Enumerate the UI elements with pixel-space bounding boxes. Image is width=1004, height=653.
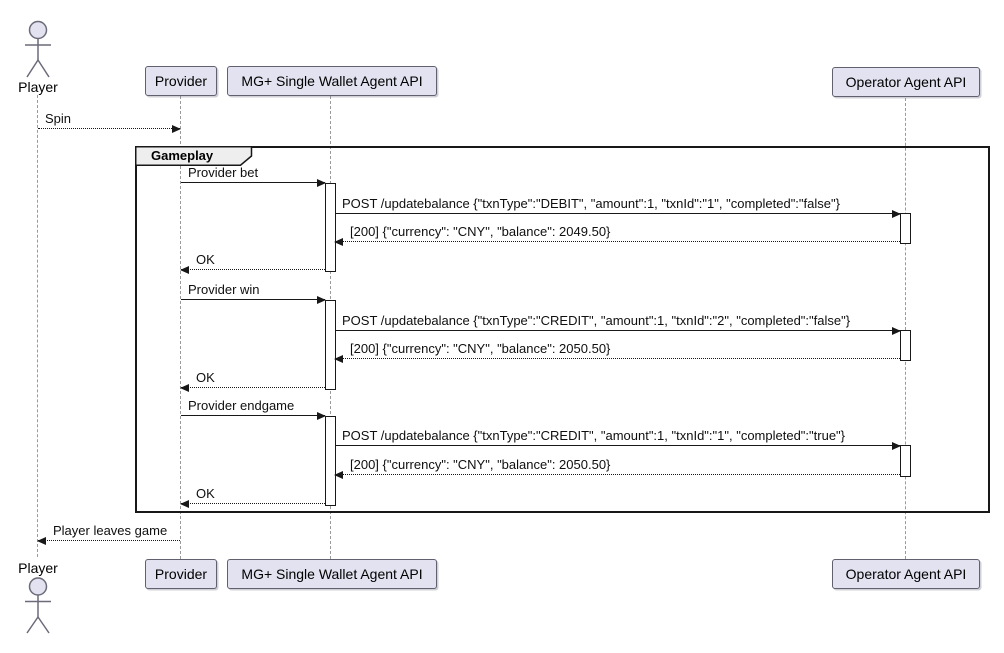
activation-bar-wallet-3 <box>325 416 336 506</box>
message-ok-endgame: OK <box>180 484 325 508</box>
arrowhead-icon <box>37 537 46 545</box>
message-label: OK <box>196 370 215 385</box>
player-actor-icon <box>25 20 51 78</box>
message-label: Player leaves game <box>53 523 168 538</box>
player-actor-top-label: Player <box>18 79 58 95</box>
message-label: Provider bet <box>188 165 259 180</box>
participant-top-operator-api: Operator Agent API <box>832 67 980 97</box>
arrowhead-icon <box>317 296 326 304</box>
frame-label-text: Gameplay <box>151 148 214 163</box>
message-label: [200] {"currency": "CNY", "balance": 205… <box>350 457 611 472</box>
message-label: OK <box>196 252 215 267</box>
arrowhead-icon <box>892 327 901 335</box>
message-response-200-endgame: [200] {"currency": "CNY", "balance": 205… <box>334 455 900 479</box>
arrowhead-icon <box>172 125 181 133</box>
lifeline-provider <box>180 96 181 559</box>
arrowhead-icon <box>892 210 901 218</box>
message-provider-win: Provider win <box>181 280 326 304</box>
gameplay-frame-label-shape <box>135 146 253 166</box>
lifeline-operator-api <box>905 98 906 559</box>
lifeline-player <box>37 95 38 557</box>
message-label: OK <box>196 486 215 501</box>
activation-bar-wallet-2 <box>325 300 336 390</box>
message-post-credit-win: POST /updatebalance {"txnType":"CREDIT",… <box>335 311 901 335</box>
player-actor-bottom-label: Player <box>18 560 58 576</box>
arrowhead-icon <box>180 384 189 392</box>
message-label: Provider win <box>188 282 260 297</box>
message-response-200-bet: [200] {"currency": "CNY", "balance": 204… <box>334 222 900 246</box>
participant-bottom-operator-api: Operator Agent API <box>832 559 980 589</box>
message-label: POST /updatebalance {"txnType":"DEBIT", … <box>342 196 840 211</box>
message-player-leaves: Player leaves game <box>37 521 180 545</box>
arrowhead-icon <box>334 471 343 479</box>
message-label: Spin <box>45 111 72 126</box>
participant-bottom-wallet-api: MG+ Single Wallet Agent API <box>227 559 437 589</box>
activation-bar-operator-2 <box>900 330 911 361</box>
arrowhead-icon <box>334 238 343 246</box>
arrowhead-icon <box>317 179 326 187</box>
message-label: [200] {"currency": "CNY", "balance": 204… <box>350 224 611 239</box>
message-ok-win: OK <box>180 368 325 392</box>
message-post-debit-bet: POST /updatebalance {"txnType":"DEBIT", … <box>335 194 901 218</box>
message-ok-bet: OK <box>180 250 325 274</box>
player-actor-icon <box>25 577 51 634</box>
activation-bar-operator-3 <box>900 445 911 477</box>
message-spin: Spin <box>38 109 181 133</box>
message-provider-endgame: Provider endgame <box>181 396 326 420</box>
activation-bar-wallet-1 <box>325 183 336 272</box>
message-label: POST /updatebalance {"txnType":"CREDIT",… <box>342 428 846 443</box>
activation-bar-operator-1 <box>900 213 911 244</box>
message-post-credit-endgame: POST /updatebalance {"txnType":"CREDIT",… <box>335 426 901 450</box>
message-label: Provider endgame <box>188 398 295 413</box>
message-label: POST /updatebalance {"txnType":"CREDIT",… <box>342 313 851 328</box>
arrowhead-icon <box>334 355 343 363</box>
message-response-200-win: [200] {"currency": "CNY", "balance": 205… <box>334 339 900 363</box>
arrowhead-icon <box>317 412 326 420</box>
message-provider-bet: Provider bet <box>181 163 326 187</box>
participant-bottom-provider: Provider <box>145 559 217 589</box>
message-label: [200] {"currency": "CNY", "balance": 205… <box>350 341 611 356</box>
arrowhead-icon <box>892 442 901 450</box>
arrowhead-icon <box>180 500 189 508</box>
participant-top-provider: Provider <box>145 66 217 96</box>
arrowhead-icon <box>180 266 189 274</box>
gameplay-frame <box>135 146 990 513</box>
participant-top-wallet-api: MG+ Single Wallet Agent API <box>227 66 437 96</box>
